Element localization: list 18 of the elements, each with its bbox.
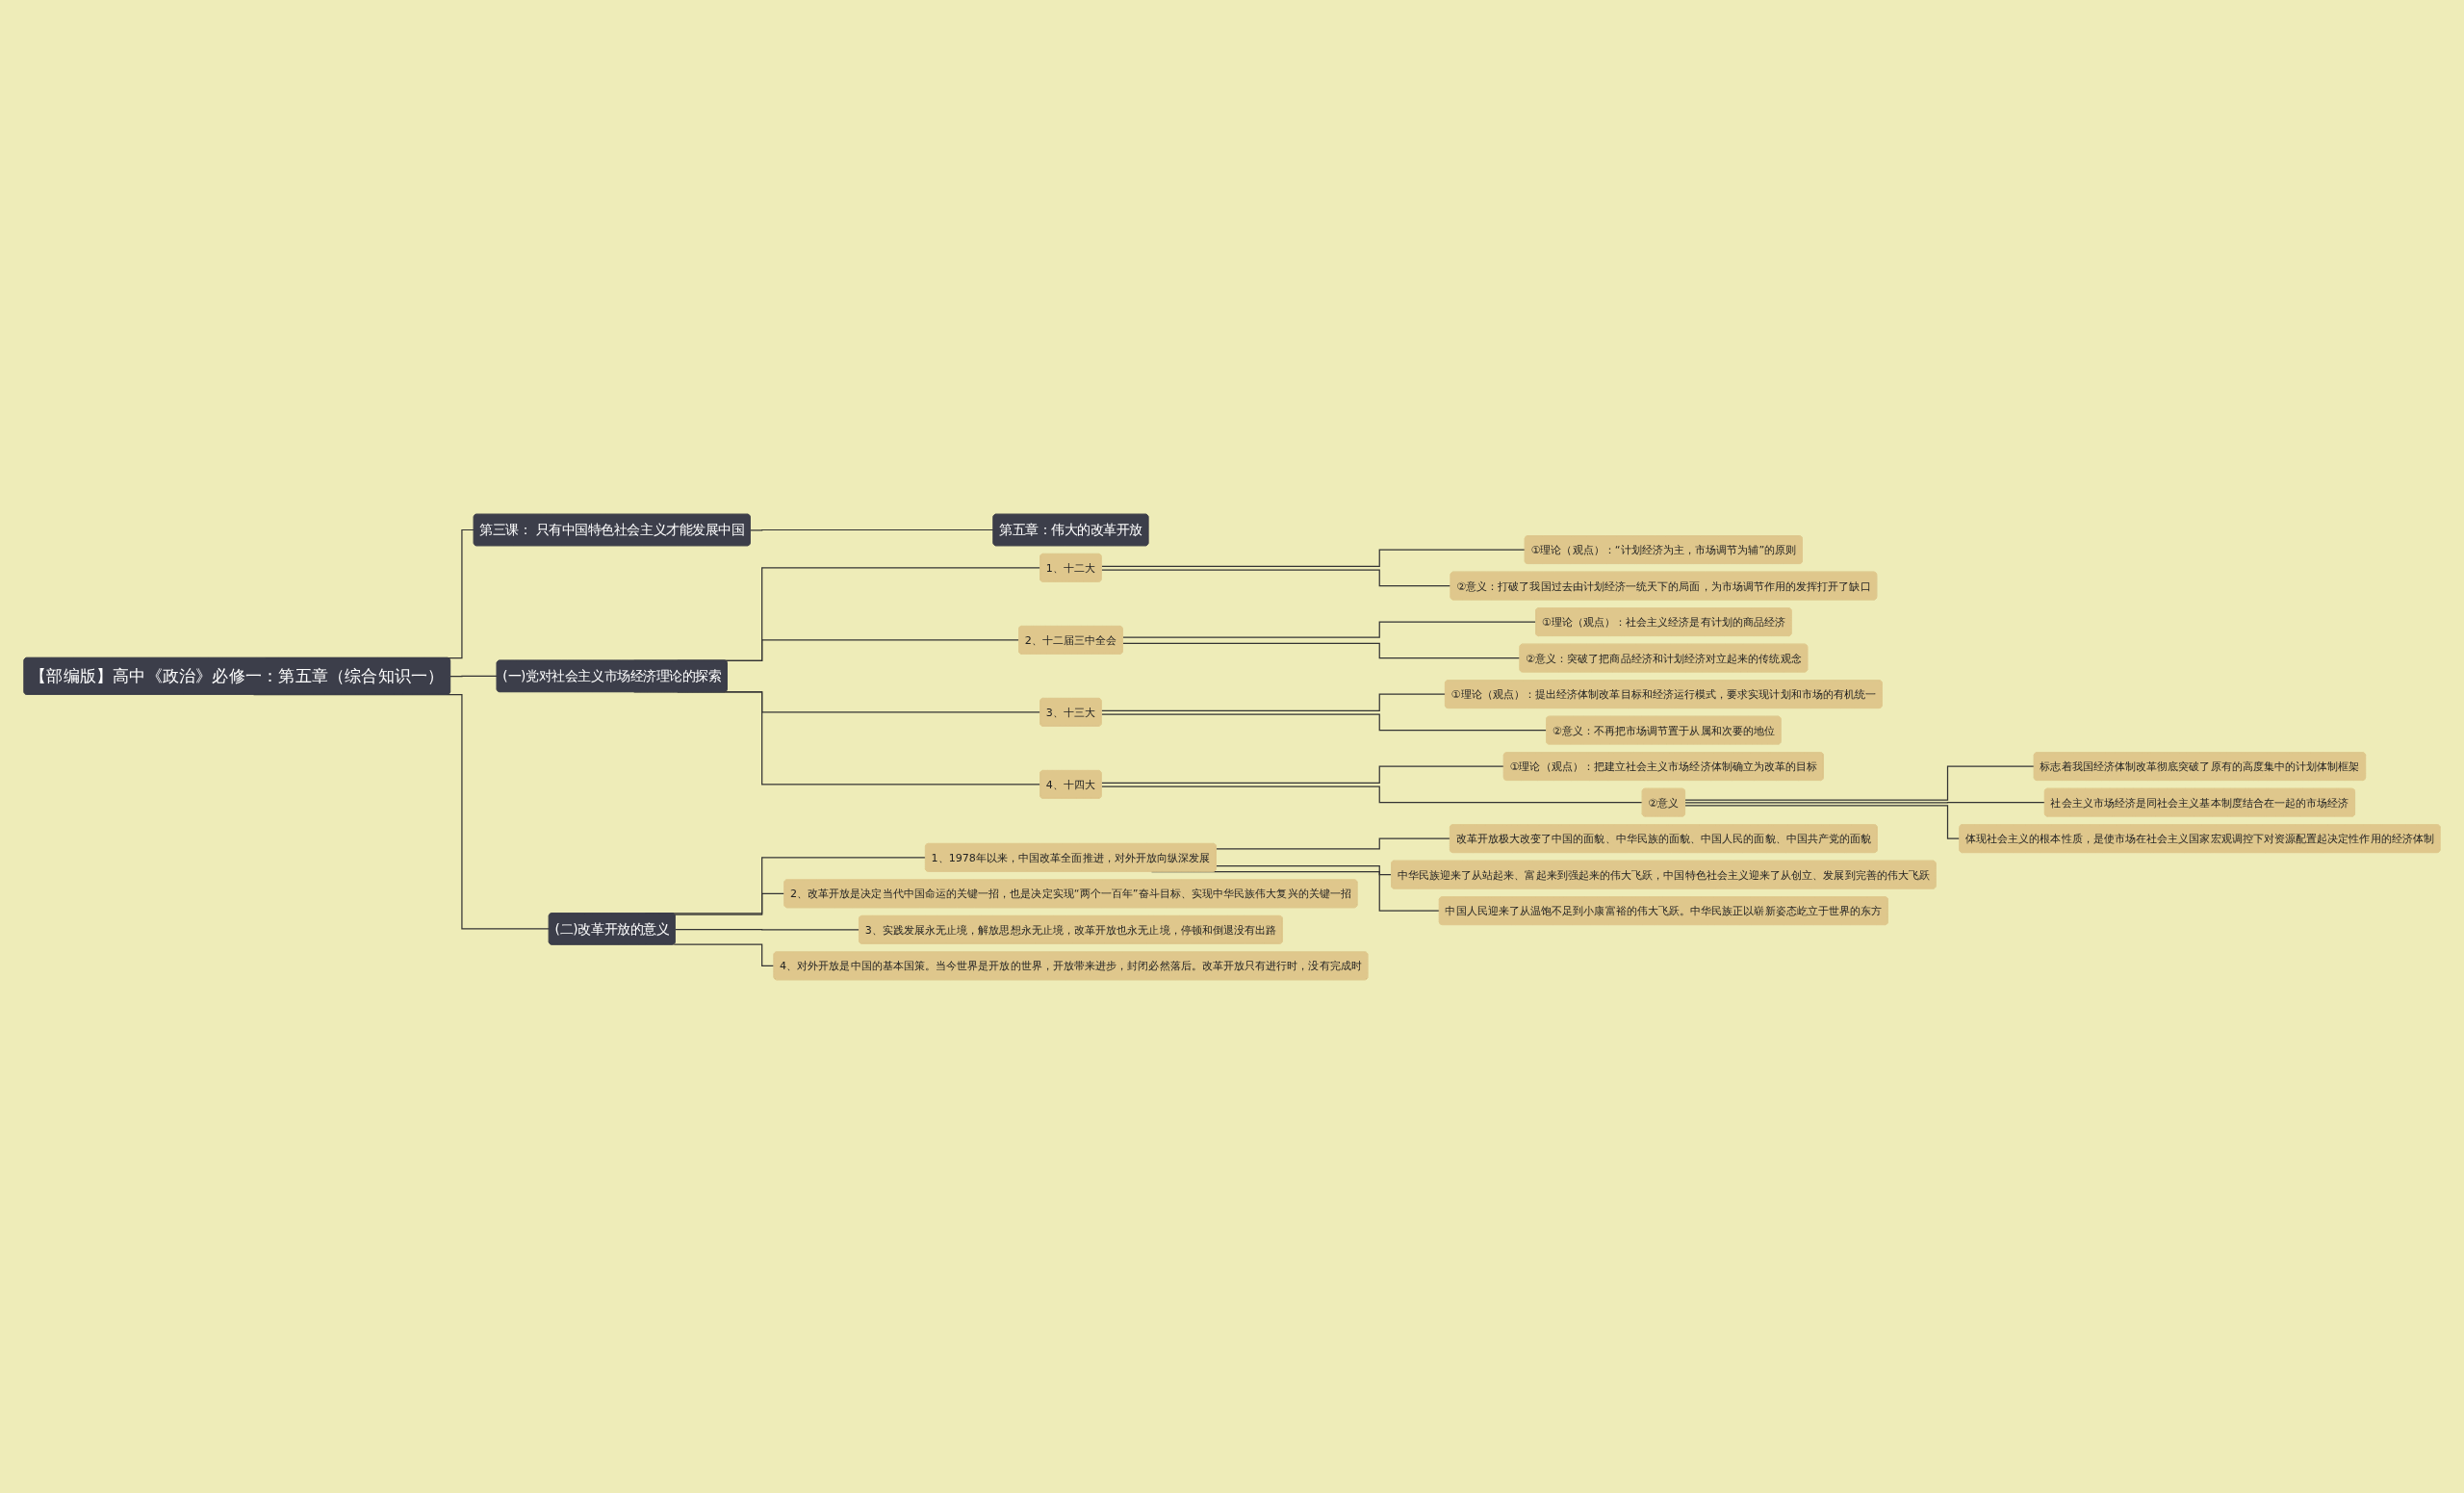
connector — [1100, 693, 1447, 711]
connector — [1684, 765, 2036, 801]
connector — [1100, 549, 1527, 567]
connector — [674, 892, 785, 915]
connector — [1684, 801, 2046, 804]
connector — [1216, 837, 1451, 849]
connector — [1100, 712, 1548, 732]
connector — [1100, 765, 1505, 784]
connector — [1122, 642, 1521, 659]
connector — [1100, 568, 1451, 587]
connector — [1122, 621, 1537, 638]
connector — [673, 942, 775, 966]
connector — [1216, 864, 1393, 876]
connector — [750, 528, 994, 530]
connector — [1684, 804, 1961, 839]
connector — [675, 928, 860, 931]
connector — [449, 675, 499, 677]
connector — [1100, 785, 1644, 804]
